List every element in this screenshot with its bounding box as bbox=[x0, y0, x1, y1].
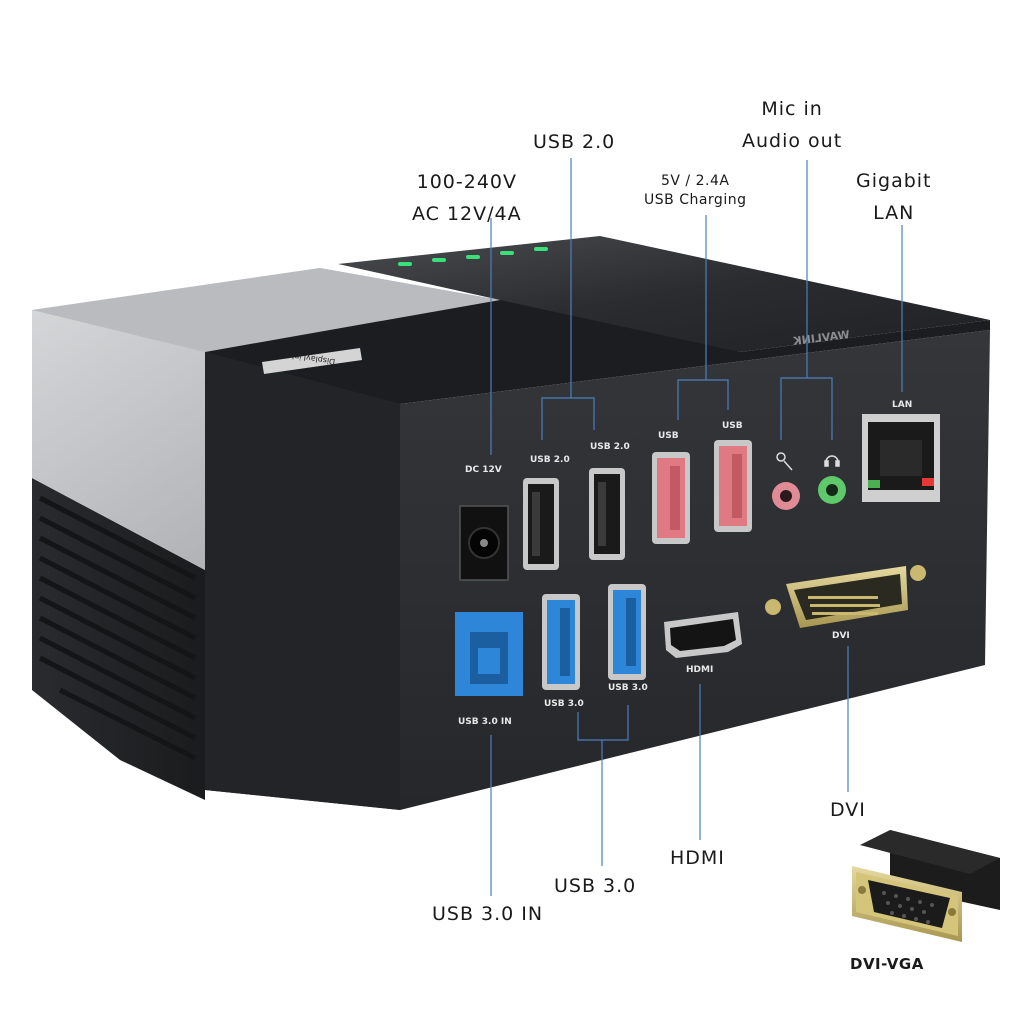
usb30-in-port bbox=[455, 612, 523, 696]
mic-icon bbox=[776, 452, 793, 471]
usb30-port-b bbox=[608, 584, 646, 680]
displaylink-sticker: DisplayLink bbox=[262, 348, 362, 374]
callout-hdmi: HDMI bbox=[670, 847, 725, 869]
callout-power: 100-240V AC 12V/4A bbox=[412, 166, 522, 230]
status-leds bbox=[398, 247, 548, 266]
usb20-port-b bbox=[589, 468, 625, 560]
callout-usb3in: USB 3.0 IN bbox=[432, 903, 544, 925]
usb20-port-a bbox=[523, 478, 559, 570]
callout-charging: 5V / 2.4A USB Charging bbox=[644, 172, 746, 210]
usb30-label-b: USB 3.0 bbox=[608, 683, 648, 693]
headphone-icon bbox=[824, 455, 840, 467]
lan-port-label: LAN bbox=[892, 400, 912, 410]
callout-dvi: DVI bbox=[830, 799, 866, 821]
leader-lines bbox=[490, 158, 903, 896]
usb30-label-a: USB 3.0 bbox=[544, 699, 584, 709]
callout-usb2: USB 2.0 bbox=[533, 131, 616, 153]
lan-port bbox=[862, 414, 940, 502]
usb30-in-port-label: USB 3.0 IN bbox=[458, 717, 512, 727]
callout-lan-line2: LAN bbox=[873, 202, 915, 224]
audio-out-jack bbox=[818, 476, 846, 504]
dvi-port bbox=[765, 565, 926, 628]
callout-power-line2: AC 12V/4A bbox=[412, 203, 522, 225]
dvi-port-label: DVI bbox=[832, 631, 850, 641]
callout-charging-line2: USB Charging bbox=[644, 192, 747, 208]
usb30-port-a bbox=[542, 594, 580, 690]
device-silver-cap bbox=[32, 268, 500, 570]
usb-charging-port-a bbox=[652, 452, 690, 544]
callout-lan: Gigabit LAN bbox=[856, 165, 932, 229]
mic-in-jack bbox=[772, 482, 800, 510]
usb20-label-a: USB 2.0 bbox=[530, 455, 570, 465]
dvi-vga-adapter bbox=[852, 830, 1000, 942]
hdmi-port-label: HDMI bbox=[686, 665, 713, 675]
side-vents bbox=[38, 495, 197, 761]
callout-adapter: DVI-VGA bbox=[850, 955, 924, 973]
callout-lan-line1: Gigabit bbox=[856, 170, 932, 192]
usb-charge-label-a: USB bbox=[658, 431, 679, 441]
callout-charging-line1: 5V / 2.4A bbox=[661, 173, 730, 189]
callout-usb3: USB 3.0 bbox=[554, 875, 637, 897]
callout-audio-line1: Mic in bbox=[761, 98, 823, 120]
usb-charge-label-b: USB bbox=[722, 421, 743, 431]
callout-power-line1: 100-240V bbox=[416, 171, 518, 193]
device-front-face bbox=[205, 330, 990, 810]
dc-power-port bbox=[459, 505, 509, 581]
usb-charging-port-b bbox=[714, 440, 752, 532]
callout-audio-line2: Audio out bbox=[742, 130, 843, 152]
dc-port-label: DC 12V bbox=[465, 465, 502, 475]
hdmi-port bbox=[664, 612, 742, 658]
callout-audio: Mic in Audio out bbox=[742, 93, 842, 157]
usb20-label-b: USB 2.0 bbox=[590, 442, 630, 452]
